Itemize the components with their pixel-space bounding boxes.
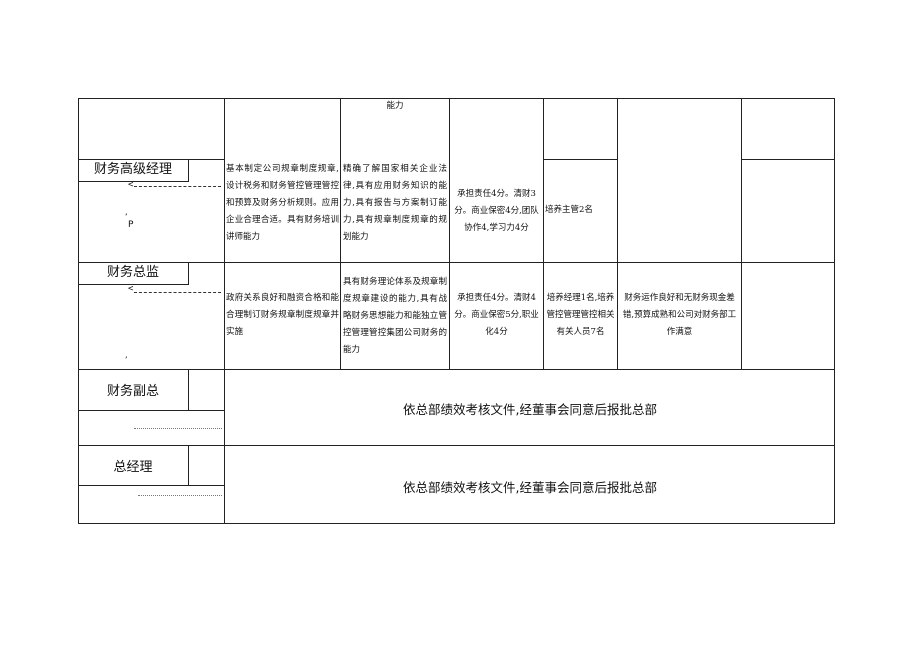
- row0-ability-text: 能力: [386, 101, 404, 111]
- role-senior-finance-manager: 财务高级经理: [93, 162, 172, 177]
- row2-result: 财务运作良好和无财务现金差错,预算成熟和公司对财务部工作满意: [622, 293, 737, 337]
- dashed-line: [134, 186, 221, 187]
- row2-assessment: 承担责任4分。清财4分。商业保密5分,职业化4分: [454, 293, 539, 337]
- arrow-marker: <: [128, 284, 134, 294]
- col-divider-5: [617, 98, 618, 369]
- row-divider-2: [78, 262, 835, 263]
- row-divider-role-1: [78, 159, 225, 160]
- role-finance-vp: 财务副总: [106, 384, 159, 399]
- role-subcell-divider-4: [188, 445, 189, 485]
- tick-mark: ’: [124, 356, 129, 364]
- dashed-line: [134, 292, 221, 293]
- performance-table: [78, 98, 835, 524]
- col-divider-3: [449, 98, 450, 369]
- role-subcell-divider-2: [188, 262, 189, 284]
- row1-training: 培养主管2名: [545, 205, 593, 215]
- row1-marker: P: [128, 220, 134, 230]
- row1-duties: 基本制定公司规章制度规章,设计税务和财务管控管理管控和预算及财务分析规则。应用企…: [226, 164, 339, 242]
- role-subrow-3: [78, 410, 225, 411]
- row2-duties: 政府关系良好和融资合格和能合理制订财务规章制度规章并实施: [226, 293, 339, 337]
- dotted-line: [138, 495, 222, 496]
- row-divider-training-1: [543, 159, 618, 160]
- arrow-marker: <: [128, 180, 134, 190]
- col-divider-1: [224, 98, 225, 524]
- col-divider-6: [741, 98, 742, 369]
- role-subcell-divider-3: [188, 369, 189, 410]
- row2-ability: 具有财务理论体系及规章制度规章建设的能力,具有战略财务思想能力和能独立管控管理管…: [343, 277, 447, 355]
- row3-note: 依总部绩效考核文件,经董事会同意后报批总部: [403, 402, 657, 417]
- role-finance-director: 财务总监: [106, 265, 159, 280]
- col-divider-2: [340, 98, 341, 369]
- row4-note: 依总部绩效考核文件,经董事会同意后报批总部: [403, 480, 657, 495]
- role-subrow-4: [78, 485, 225, 486]
- role-subrow-1: [78, 181, 189, 182]
- row-divider-3: [78, 369, 835, 370]
- row-divider-last-1: [741, 159, 835, 160]
- row1-ability: 精确了解国家相关企业法律,具有应用财务知识的能力,具有报告与方案制订能力,具有规…: [343, 164, 447, 242]
- dotted-line: [134, 428, 222, 429]
- role-subcell-divider-1: [188, 159, 189, 181]
- col-divider-4: [543, 98, 544, 369]
- row2-training: 培养经理1名,培养管控管理管控相关有关人员7名: [546, 293, 615, 337]
- tick-mark: ’: [124, 213, 129, 221]
- row-divider-4: [78, 445, 835, 446]
- role-subrow-2: [78, 284, 189, 285]
- role-general-manager: 总经理: [113, 460, 153, 475]
- row1-assessment: 承担责任4分。清财3分。商业保密4分,团队协作4,学习力4分: [454, 189, 539, 233]
